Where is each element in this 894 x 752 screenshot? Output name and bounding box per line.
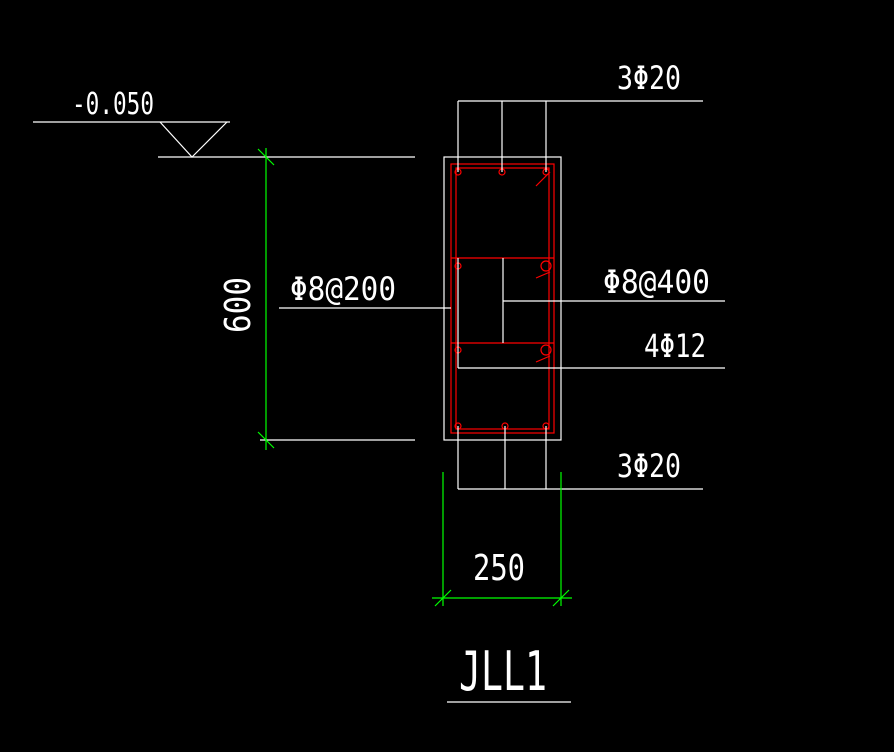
elevation-marker [33, 121, 415, 441]
width-dim-label: 250 [473, 548, 525, 589]
height-dim-tick-top [257, 148, 275, 166]
hook-mid-upper [535, 271, 551, 279]
dimension-lines [257, 148, 572, 607]
height-dim-label: 600 [218, 277, 259, 333]
height-dim-tick-bottom [257, 431, 275, 449]
tie-label: Φ8@400 [603, 263, 710, 301]
bottom-bars-label: 3Φ20 [617, 447, 681, 485]
side-bars-label: 4Φ12 [644, 327, 706, 365]
width-dim-tick-right [552, 589, 570, 607]
beam-id-label: JLL1 [459, 640, 547, 703]
rebar-dot [540, 260, 552, 272]
hook-mid-lower [535, 355, 551, 363]
width-dim-tick-left [434, 589, 452, 607]
elevation-label: -0.050 [72, 87, 154, 122]
rebar-dot [540, 344, 552, 356]
top-bars-label: 3Φ20 [617, 59, 681, 97]
stirrup-label: Φ8@200 [290, 270, 396, 308]
leader-lines [279, 100, 725, 490]
